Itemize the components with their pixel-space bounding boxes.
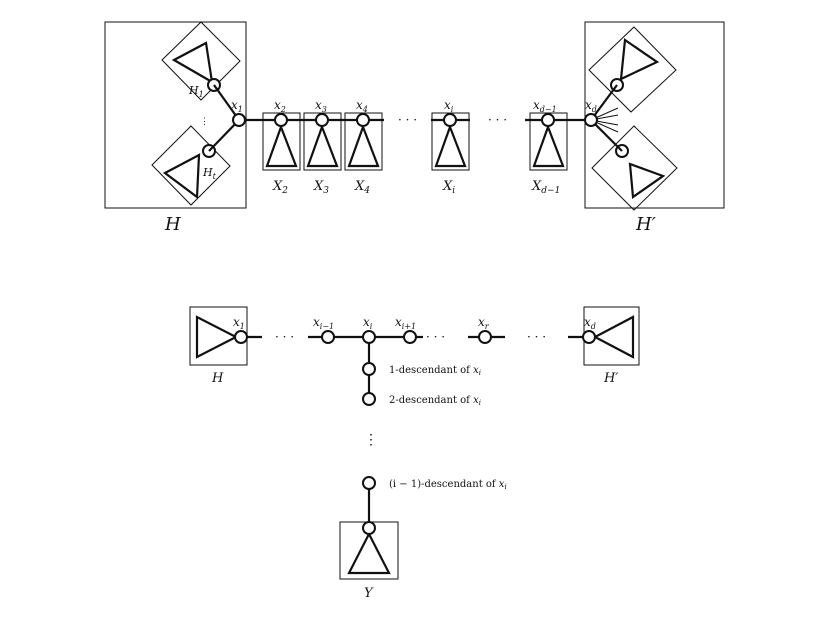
subgraph-X3 (303, 112, 342, 171)
label-Xd1: Xd−1 (531, 179, 560, 196)
label-Hprime: H′ (635, 214, 656, 235)
label-X3: X3 (313, 179, 329, 196)
label-x3: x3 (315, 98, 327, 114)
subgraph-Xi (431, 112, 470, 171)
vdots-bottom: ⋮ (364, 432, 378, 448)
node-b-xim1 (321, 330, 335, 344)
label-H: H (164, 214, 181, 235)
label-b-xd: xd (584, 315, 596, 331)
node-b-xi (362, 330, 376, 344)
node-b-x1 (234, 330, 248, 344)
node-Y-root (362, 521, 376, 535)
label-x1: x1 (231, 98, 243, 114)
label-Xi: Xi (442, 179, 455, 196)
top-diagram: H H1 Ht ⋮ · · · · · · (104, 21, 725, 235)
dots-2: · · · (488, 113, 507, 127)
dots-b3: · · · (527, 330, 546, 344)
label-b-x1: x1 (233, 315, 245, 331)
node-desc2 (362, 392, 376, 406)
label-desc1: 1-descendant of xi (389, 365, 481, 377)
label-xi: xi (444, 98, 454, 114)
vdots-H: ⋮ (200, 117, 209, 127)
label-desc2: 2-descendant of xi (389, 395, 481, 407)
dots-b2: · · · (426, 330, 445, 344)
subgraph-H1: H1 (161, 21, 241, 101)
label-b-xi: xi (363, 315, 373, 331)
subgraph-X4 (344, 112, 383, 171)
label-Y: Y (364, 586, 374, 601)
dots-b1: · · · (275, 330, 294, 344)
label-X2: X2 (272, 179, 288, 196)
label-descim1: (i − 1)-descendant of xi (389, 479, 507, 491)
node-b-xd (582, 330, 596, 344)
node-descim1 (362, 476, 376, 490)
bottom-diagram: H H′ · · · · · · · · · ⋮ Y x1 xi (189, 306, 640, 601)
dots-1: · · · (398, 113, 417, 127)
node-b-xip1 (403, 330, 417, 344)
label-X4: X4 (354, 179, 370, 196)
label-Hprime-bottom: H′ (603, 371, 618, 386)
node-x1 (232, 113, 246, 127)
box-H (104, 21, 247, 209)
subgraph-Hprime-upper (588, 26, 677, 113)
label-b-xip1: xi+1 (395, 315, 416, 331)
label-x2: x2 (274, 98, 286, 114)
label-xd: xd (585, 98, 597, 114)
node-xd (584, 113, 598, 127)
label-H1: H1 (188, 84, 204, 99)
label-b-xr: xr (478, 315, 490, 331)
subgraph-Xd1 (529, 112, 568, 171)
subgraph-Ht: Ht (151, 125, 231, 206)
node-b-xr (478, 330, 492, 344)
subgraph-Hprime-lower (591, 125, 678, 211)
subgraph-X2 (262, 112, 301, 171)
node-desc1 (362, 362, 376, 376)
label-x4: x4 (356, 98, 368, 114)
label-b-xim1: xi−1 (313, 315, 334, 331)
label-H-bottom: H (211, 371, 224, 386)
label-Ht: Ht (202, 166, 217, 181)
label-xd1: xd−1 (533, 98, 557, 114)
box-Hprime (584, 21, 725, 209)
